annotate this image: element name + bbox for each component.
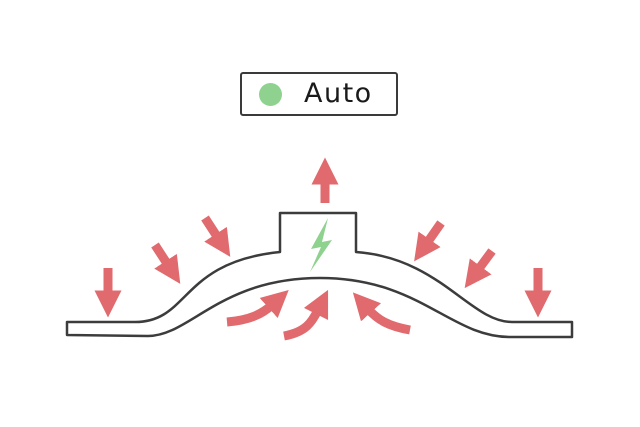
arrow-diag-right-2 bbox=[464, 248, 496, 289]
arrow-diag-right-1 bbox=[414, 220, 445, 262]
mode-badge: Auto bbox=[240, 72, 398, 116]
arrow-diag-left-1 bbox=[151, 242, 181, 284]
device-outline bbox=[65, 211, 574, 339]
arrow-intake-curve-3 bbox=[352, 292, 411, 335]
lightning-bolt-icon bbox=[310, 218, 332, 272]
mode-label: Auto bbox=[304, 78, 373, 109]
arrow-intake-curve-2 bbox=[283, 289, 329, 341]
airflow-arrows bbox=[94, 157, 552, 341]
arrow-intake-curve-1 bbox=[226, 289, 289, 327]
status-indicator-dot bbox=[259, 83, 282, 106]
arrow-diag-left-2 bbox=[201, 215, 231, 257]
